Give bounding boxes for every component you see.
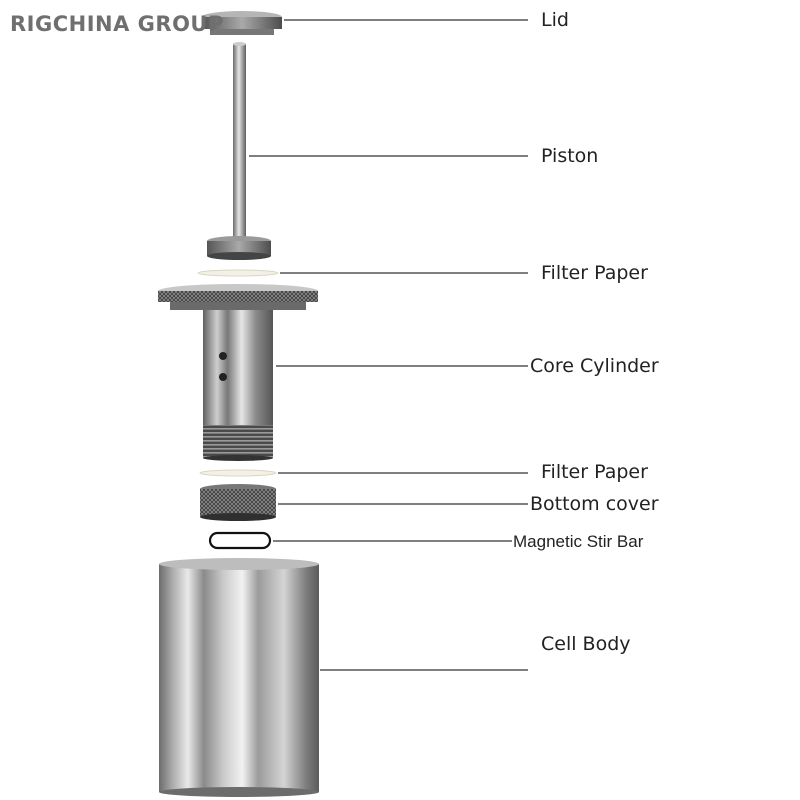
watermark-text: RIGCHINA GROUP bbox=[10, 12, 224, 36]
label-magnetic-stir-bar: Magnetic Stir Bar bbox=[513, 532, 644, 551]
lid-part bbox=[202, 11, 282, 35]
label-piston: Piston bbox=[541, 145, 599, 167]
bottom-cover-part bbox=[200, 484, 276, 521]
leader-lines bbox=[249, 19, 528, 671]
label-bottom-cover: Bottom cover bbox=[530, 493, 659, 515]
label-lid: Lid bbox=[541, 9, 569, 31]
label-filter-paper-top: Filter Paper bbox=[541, 262, 648, 284]
core-cylinder-part bbox=[158, 284, 318, 461]
piston-part bbox=[207, 42, 271, 260]
label-cell-body: Cell Body bbox=[541, 633, 631, 655]
label-filter-paper-bottom: Filter Paper bbox=[541, 461, 648, 483]
filter-paper-top-part bbox=[197, 269, 279, 277]
filter-paper-bottom-part bbox=[199, 469, 277, 477]
label-core-cylinder: Core Cylinder bbox=[530, 355, 659, 377]
magnetic-stir-bar-part bbox=[208, 531, 272, 550]
cell-body-part bbox=[159, 558, 319, 797]
